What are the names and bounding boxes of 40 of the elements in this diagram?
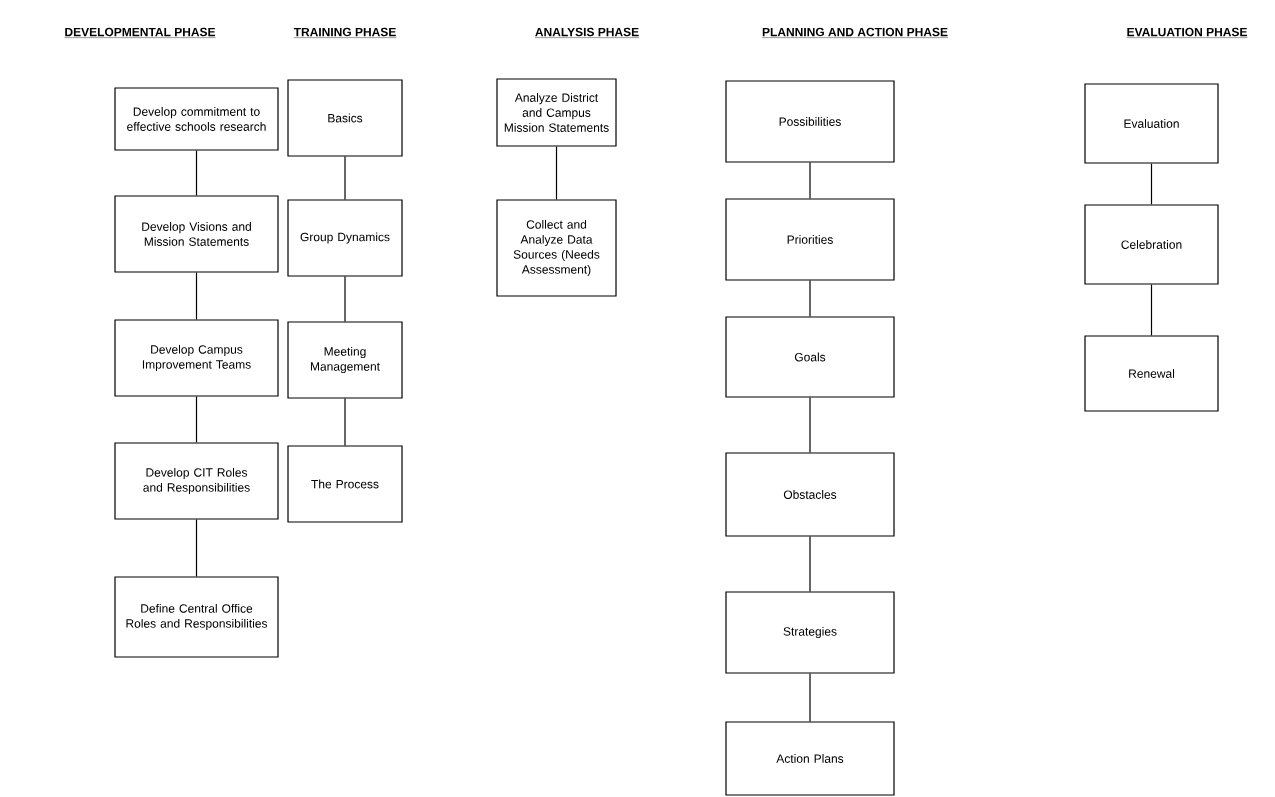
phase-heading: TRAINING PHASE <box>293 27 397 38</box>
phase-heading: DEVELOPMENTAL PHASE <box>64 27 216 38</box>
process-box: Collect and Analyze Data Sources (Needs Assessment) <box>496 199 617 297</box>
phase-heading: ANALYSIS PHASE <box>534 27 640 38</box>
process-box: Develop Visions and Mission Statements <box>114 195 279 273</box>
connector-line <box>809 162 811 199</box>
connector-line <box>344 398 346 446</box>
connector-line <box>809 397 811 453</box>
process-box: Develop CIT Roles and Responsibilities <box>114 442 279 520</box>
process-box: Meeting Management <box>287 321 403 399</box>
process-box: Priorities <box>725 198 895 281</box>
process-box: Group Dynamics <box>287 199 403 277</box>
process-box: Strategies <box>725 591 895 674</box>
process-box: Possibilities <box>725 80 895 163</box>
process-box: Celebration <box>1084 204 1219 285</box>
connector-line <box>809 536 811 592</box>
connector-line <box>195 272 198 320</box>
connector-line <box>809 280 811 317</box>
process-box: Evaluation <box>1084 83 1219 164</box>
process-box: The Process <box>287 445 403 523</box>
connector-line <box>195 519 198 577</box>
connector-line <box>555 146 558 200</box>
phase-heading: EVALUATION PHASE <box>1126 27 1248 38</box>
phase-heading: PLANNING AND ACTION PHASE <box>761 27 949 38</box>
connector-line <box>1150 284 1153 336</box>
connector-line <box>809 673 811 722</box>
connector-line <box>344 156 346 200</box>
process-box: Develop Campus Improvement Teams <box>114 319 279 397</box>
connector-line <box>1150 163 1153 205</box>
process-box: Basics <box>287 79 403 157</box>
process-box: Goals <box>725 316 895 398</box>
connector-line <box>344 276 346 322</box>
process-box: Action Plans <box>725 721 895 796</box>
connector-line <box>195 396 198 443</box>
connector-line <box>195 150 198 196</box>
process-box: Develop commitment to effective schools research <box>114 87 279 151</box>
process-box: Obstacles <box>725 452 895 537</box>
process-box: Analyze District and Campus Mission Statements <box>496 78 617 147</box>
process-box: Renewal <box>1084 335 1219 412</box>
process-box: Define Central Office Roles and Responsibilities <box>114 576 279 658</box>
